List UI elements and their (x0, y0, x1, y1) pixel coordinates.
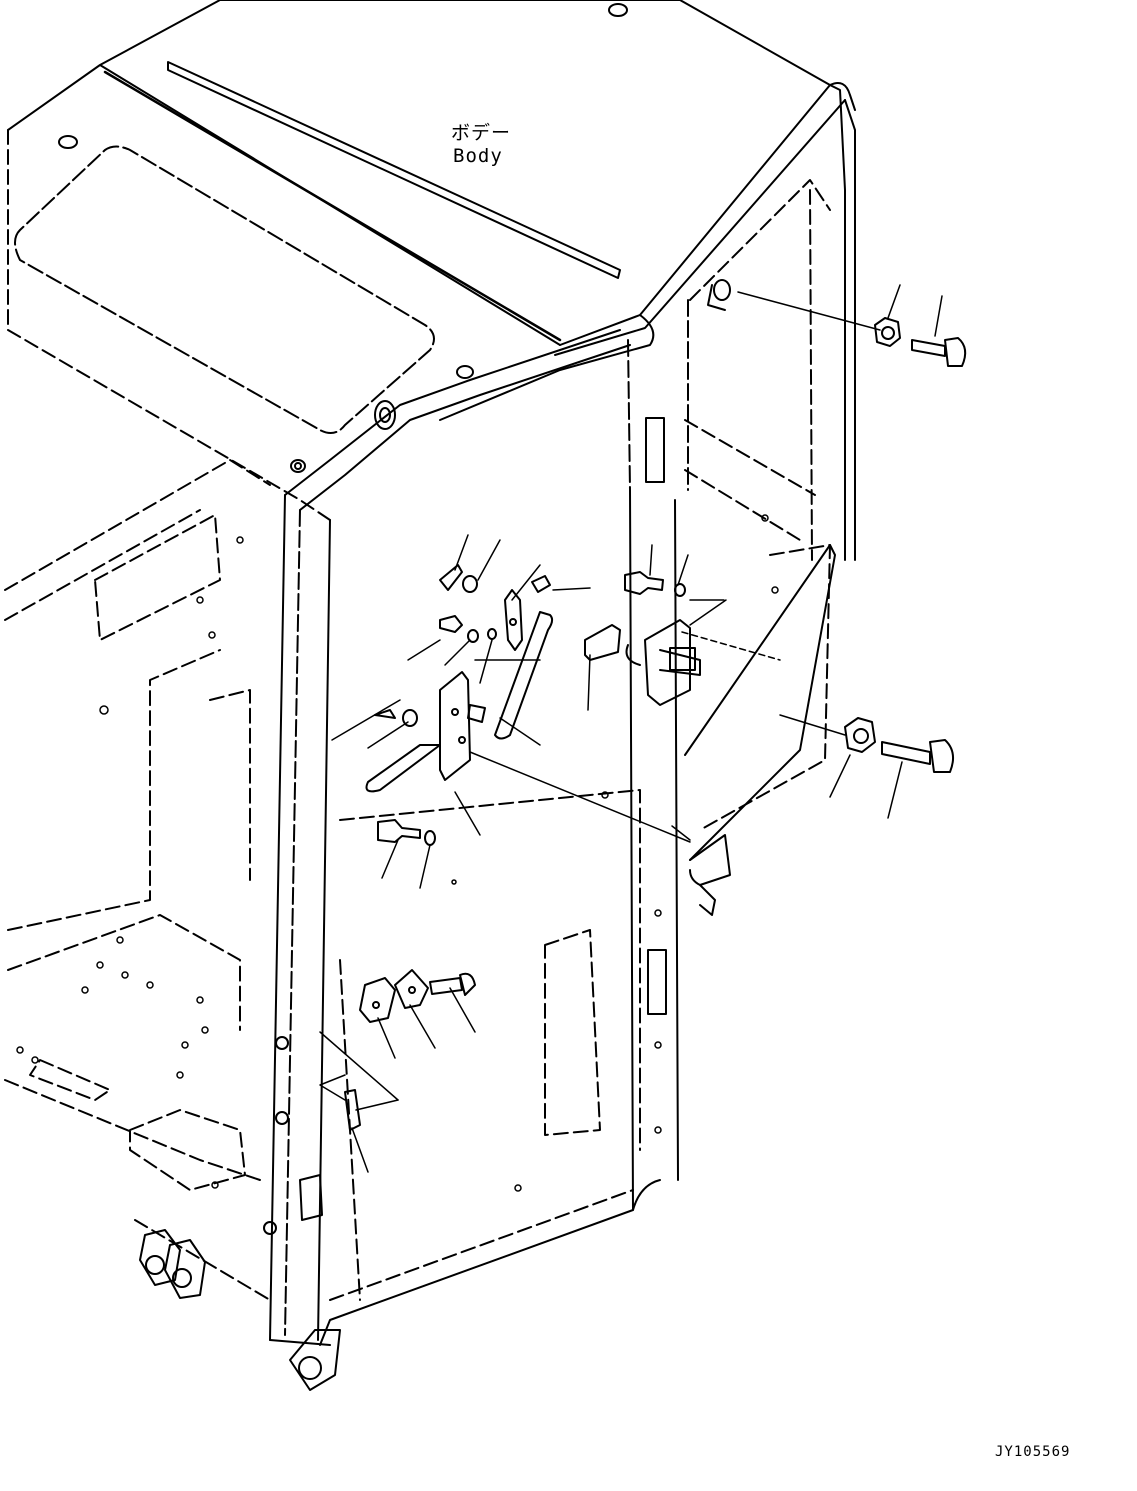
right-side-panel (684, 179, 831, 831)
right-door-frame (684, 544, 836, 916)
leader-lines (319, 534, 727, 1173)
left-side-wall (4, 459, 641, 1301)
drawing-number: JY105569 (995, 1444, 1071, 1460)
lower-hinge-brackets (139, 1174, 341, 1391)
door-lock-assembly (584, 599, 781, 706)
roof-frame-tube (284, 82, 856, 561)
body-label-english: Body (453, 145, 503, 167)
small-hardware (374, 564, 686, 846)
mounting-holes (16, 514, 779, 1192)
striker-plate-set (319, 969, 476, 1131)
lower-pin-assembly (779, 714, 955, 819)
upper-pin-assembly (707, 279, 967, 367)
left-pillar (263, 494, 331, 1346)
rear-pillars (319, 299, 689, 1346)
roof-panel (7, 0, 831, 521)
body-label-japanese: ボデー (451, 122, 512, 144)
lock-lever-linkage (365, 589, 691, 843)
